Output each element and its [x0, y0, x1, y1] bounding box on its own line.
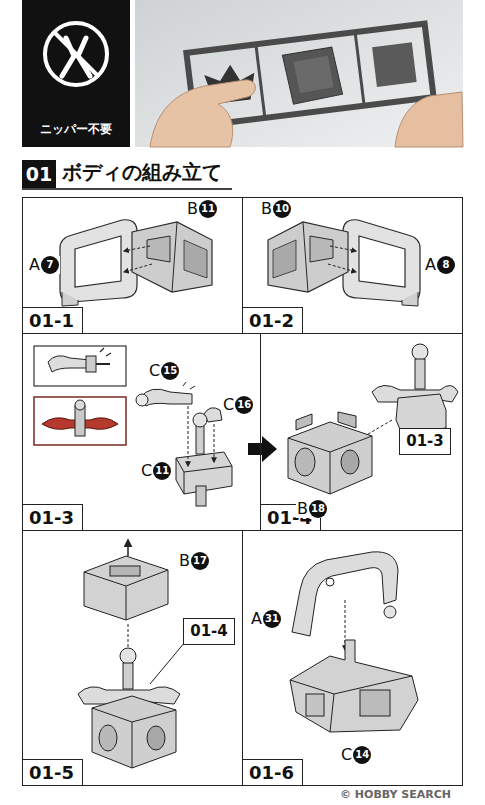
step-panel: 01-301-4 — [260, 333, 463, 531]
part-callout: B17 — [178, 552, 210, 570]
step-number-box: 01 — [22, 160, 56, 188]
reference-label: 01-4 — [184, 619, 234, 643]
part-callout: A31 — [250, 610, 282, 628]
part-callout: C11 — [140, 462, 172, 480]
step-label: 01-1 — [23, 307, 83, 333]
reference-box: 01-4 — [183, 618, 235, 645]
node-label: 01 — [22, 160, 56, 188]
node-label: ニッパー不要 — [22, 121, 130, 138]
step-label: 01-2 — [243, 307, 303, 333]
reference-label: 01-3 — [400, 429, 450, 453]
step-label: 01-5 — [23, 759, 83, 785]
part-callout: B10 — [260, 200, 292, 218]
part-callout: C14 — [340, 746, 372, 764]
reference-box: 01-3 — [399, 428, 451, 455]
part-callout: B11 — [186, 200, 218, 218]
watermark: © HOBBY SEARCH — [340, 788, 451, 801]
step-panel: 01-3 — [22, 333, 261, 531]
tool-note-box: ニッパー不要 — [22, 0, 130, 147]
part-callout: C16 — [222, 396, 254, 414]
part-callout: A8 — [424, 256, 456, 274]
part-callout: B18 — [296, 500, 328, 518]
part-callout: C15 — [148, 362, 180, 380]
step-label: 01-3 — [23, 504, 83, 530]
step-title: ボディの組み立て — [62, 159, 222, 186]
part-callout: A7 — [28, 256, 60, 274]
step-label: 01-6 — [243, 759, 303, 785]
